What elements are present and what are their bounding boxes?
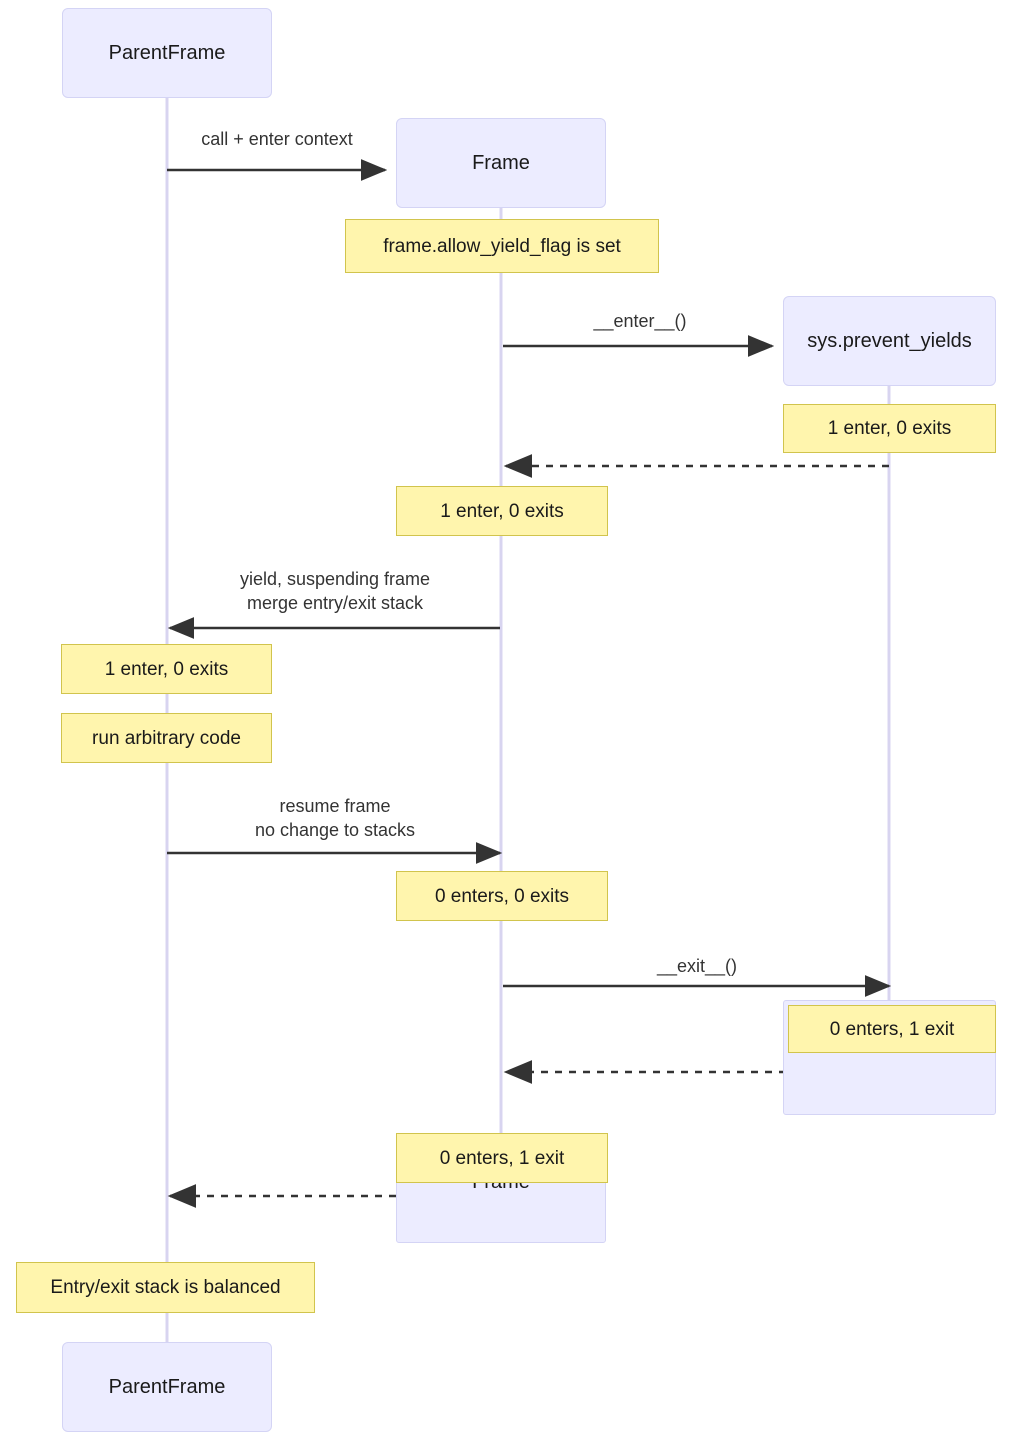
msg-resume-frame-label-line-0: resume frame <box>279 796 391 816</box>
note-balanced: Entry/exit stack is balanced <box>16 1262 315 1313</box>
note-frame-1-enter: 1 enter, 0 exits <box>396 486 608 536</box>
msg-yield-suspend-label-line-1: merge entry/exit stack <box>246 592 424 613</box>
participant-label: sys.prevent_yields <box>807 329 972 352</box>
note-frame-0-1: 0 enters, 1 exit <box>396 1133 608 1183</box>
msg-call-enter-context-label-line-0: call + enter context <box>201 129 353 149</box>
note-label: run arbitrary code <box>92 727 241 749</box>
note-label: 1 enter, 0 exits <box>440 500 564 522</box>
note-label: 1 enter, 0 exits <box>104 658 229 680</box>
note-label: Entry/exit stack is balanced <box>50 1277 281 1298</box>
messages-group <box>167 159 892 1208</box>
participant-box-parent-bottom[interactable]: ParentFrame <box>62 1342 272 1432</box>
note-sys-1-enter: 1 enter, 0 exits <box>783 404 996 453</box>
note-label: 0 enters, 0 exits <box>434 885 570 907</box>
note-label: 1 enter, 0 exits <box>827 418 952 439</box>
note-parent-1-enter: 1 enter, 0 exits <box>61 644 272 694</box>
note-run-arbitrary: run arbitrary code <box>61 713 272 763</box>
note-sys-0-1: 0 enters, 1 exit <box>788 1005 996 1053</box>
participant-box-sys-top[interactable]: sys.prevent_yields <box>783 296 996 386</box>
note-frame-0-0: 0 enters, 0 exits <box>396 871 608 921</box>
note-allow-yield-flag: frame.allow_yield_flag is set <box>345 219 659 273</box>
msg-exit-label-line-0: __exit__() <box>656 956 738 976</box>
msg-enter-label-line-0: __enter__() <box>593 311 687 331</box>
msg-resume-frame-label-line-1: no change to stacks <box>254 819 416 840</box>
note-label: frame.allow_yield_flag is set <box>383 235 621 257</box>
participant-label: ParentFrame <box>108 41 226 64</box>
participant-box-parent-top[interactable]: ParentFrame <box>62 8 272 98</box>
participant-label: Frame <box>472 151 530 174</box>
note-label: 0 enters, 1 exit <box>829 1018 955 1040</box>
participant-label: ParentFrame <box>108 1375 226 1398</box>
msg-yield-suspend-label-line-0: yield, suspending frame <box>239 569 431 589</box>
note-label: 0 enters, 1 exit <box>439 1147 565 1169</box>
participant-box-frame-top[interactable]: Frame <box>396 118 606 208</box>
